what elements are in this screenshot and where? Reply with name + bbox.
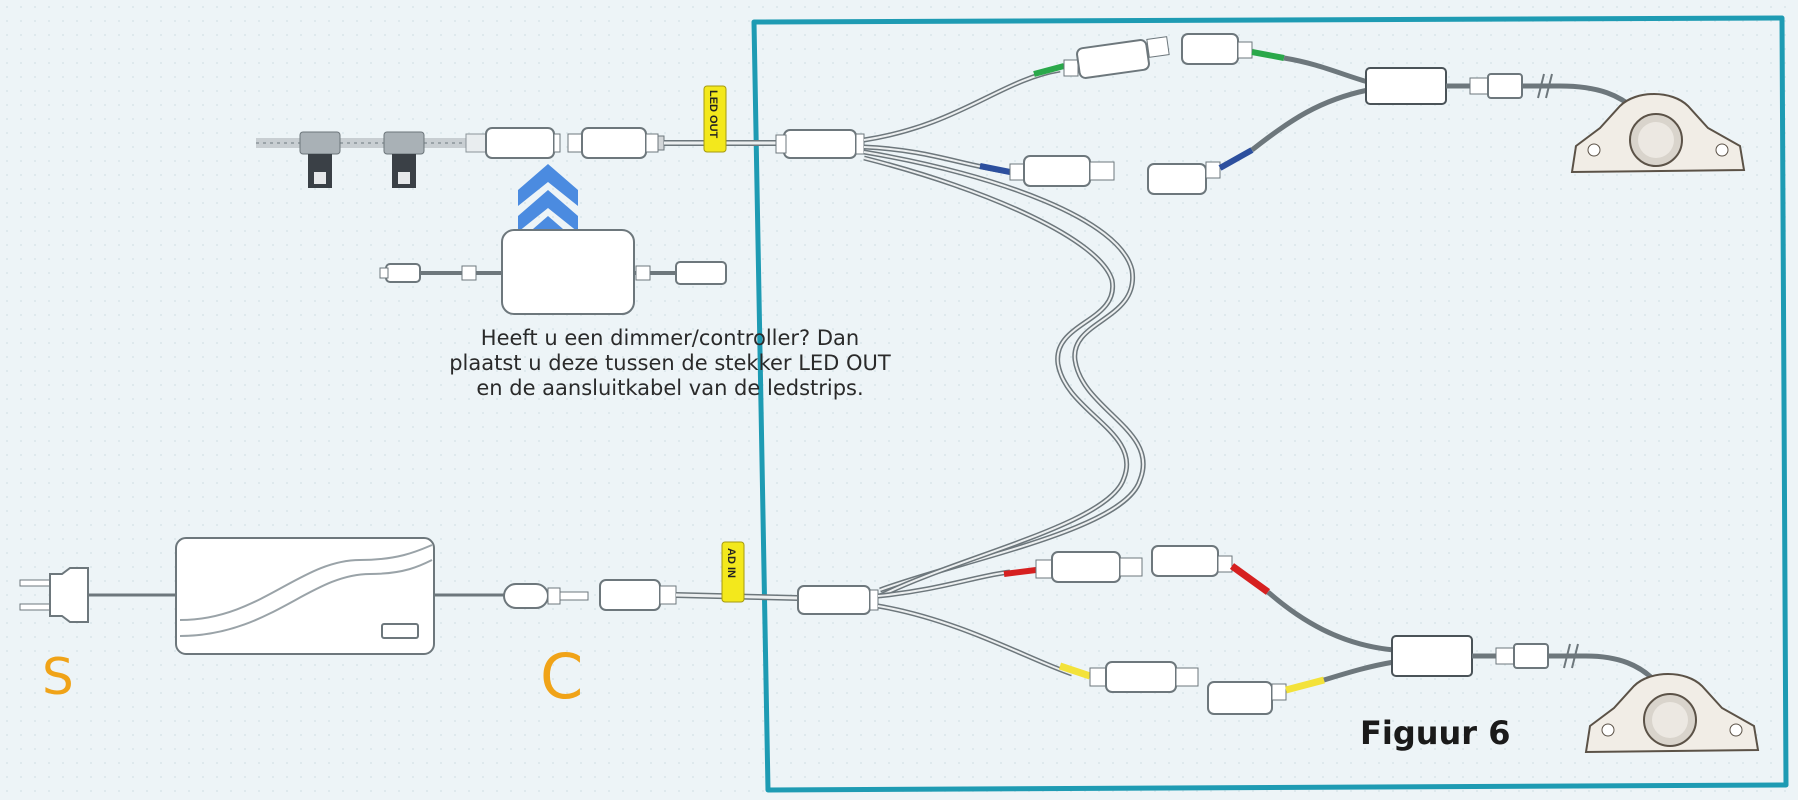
dimmer-controller [379, 229, 727, 315]
blue-plug-upper [979, 155, 1115, 187]
caption-line-1: Heeft u een dimmer/controller? Dan [480, 326, 860, 350]
lower-sensor-module [1391, 635, 1656, 682]
figure-title: Figuur 6 [1360, 714, 1511, 752]
led-out-label: LED OUT [703, 85, 727, 153]
red-plug-right [1151, 545, 1395, 653]
bottom-cables [877, 569, 1073, 677]
caption-line-2: plaatst u deze tussen de stekker LED OUT [449, 351, 891, 375]
top-splitter [775, 129, 865, 159]
adapter-dc-plug [503, 583, 589, 609]
lower-motion-sensor [1584, 673, 1760, 754]
caption-line-3: en de aansluitkabel van de ledstrips. [476, 376, 864, 400]
highlight-frame [751, 15, 1789, 793]
green-plug-right [1181, 33, 1369, 85]
yellow-plug-lower [1058, 661, 1199, 693]
dimmer-caption: Heeft u een dimmer/controller? Dan plaat… [360, 326, 980, 401]
power-adapter [175, 537, 504, 655]
yellow-plug-right [1207, 659, 1395, 715]
handwritten-s: S [42, 648, 74, 706]
red-plug-lower [1003, 551, 1143, 583]
bottom-splitter [797, 585, 879, 615]
handwritten-c: C [540, 640, 584, 713]
green-plug-upper [1033, 36, 1170, 79]
upper-motion-sensor [1570, 93, 1746, 174]
ad-in-label: AD IN [721, 541, 745, 603]
power-plug [19, 567, 176, 623]
led-out-text: LED OUT [707, 90, 719, 139]
ad-in-text: AD IN [725, 548, 737, 578]
led-strip-connector [485, 127, 561, 159]
blue-plug-right [1147, 87, 1369, 195]
ad-in-plug [599, 579, 799, 611]
